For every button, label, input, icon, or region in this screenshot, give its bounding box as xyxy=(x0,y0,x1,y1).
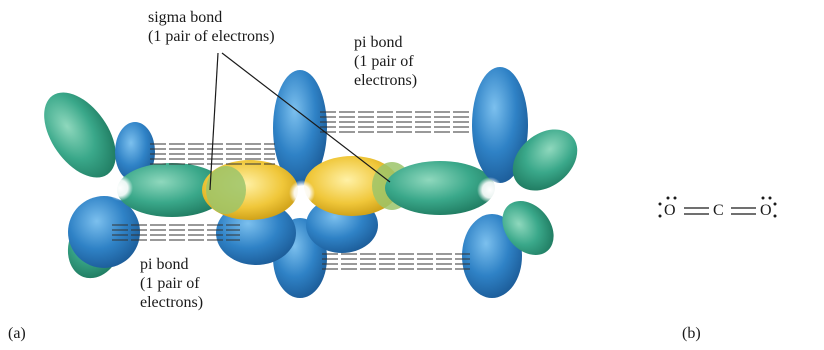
carbon-orbitals xyxy=(216,70,378,298)
right-oxygen-lone-pair-lobe-lower xyxy=(502,201,554,255)
lewis-oxygen-left: O xyxy=(664,202,676,219)
panel-label-b: (b) xyxy=(682,325,701,342)
left-oxygen-nucleus xyxy=(107,175,133,201)
pi-bond-label-top: pi bond (1 pair of electrons) xyxy=(354,34,418,89)
sigma-leader-line-left xyxy=(209,52,219,191)
left-oxygen-sp-overlap xyxy=(206,166,246,214)
left-oxygen-pi-lobe-lower xyxy=(68,196,140,268)
lone-pair-dot xyxy=(773,202,777,206)
sigma-bond-label: sigma bond (1 pair of electrons) xyxy=(148,9,275,45)
lewis-carbon: C xyxy=(713,202,724,219)
right-oxygen-orbitals xyxy=(385,67,578,298)
lone-pair-dot xyxy=(673,196,677,200)
sigma-leader-line-right xyxy=(221,52,391,183)
right-oxygen-sp-lobe-left xyxy=(385,161,495,215)
lewis-bonds xyxy=(684,207,756,215)
carbon-pi-lobe-upper xyxy=(273,70,327,186)
lone-pair-dot xyxy=(658,214,662,218)
sigma-leader-lines xyxy=(209,52,391,191)
lewis-oxygen-right: O xyxy=(760,202,772,219)
left-oxygen-sp-lobe-right xyxy=(117,163,227,217)
lone-pair-dot xyxy=(768,196,772,200)
pi-overlap-dashes-upper-right xyxy=(320,111,470,133)
pi-bond-label-bottom: pi bond (1 pair of electrons) xyxy=(140,256,204,311)
panel-label-a: (a) xyxy=(8,325,26,342)
lone-pair-dot xyxy=(773,214,777,218)
lewis-lone-pairs xyxy=(658,196,777,218)
right-oxygen-pi-lobe-upper xyxy=(472,67,528,183)
lone-pair-dot xyxy=(666,196,670,200)
pi-overlap-dashes-lower-left xyxy=(112,224,240,241)
lone-pair-dot xyxy=(658,202,662,206)
right-oxygen-lone-pair-lobe-upper xyxy=(512,129,578,191)
nuclei xyxy=(107,175,503,206)
right-oxygen-nucleus xyxy=(477,177,503,203)
left-oxygen-orbitals xyxy=(44,92,227,279)
lone-pair-dot xyxy=(761,196,765,200)
carbon-nucleus xyxy=(289,180,315,206)
left-oxygen-lone-pair-lobe-upper xyxy=(44,92,116,178)
pi-overlap-dashes-lower-right xyxy=(322,253,470,270)
